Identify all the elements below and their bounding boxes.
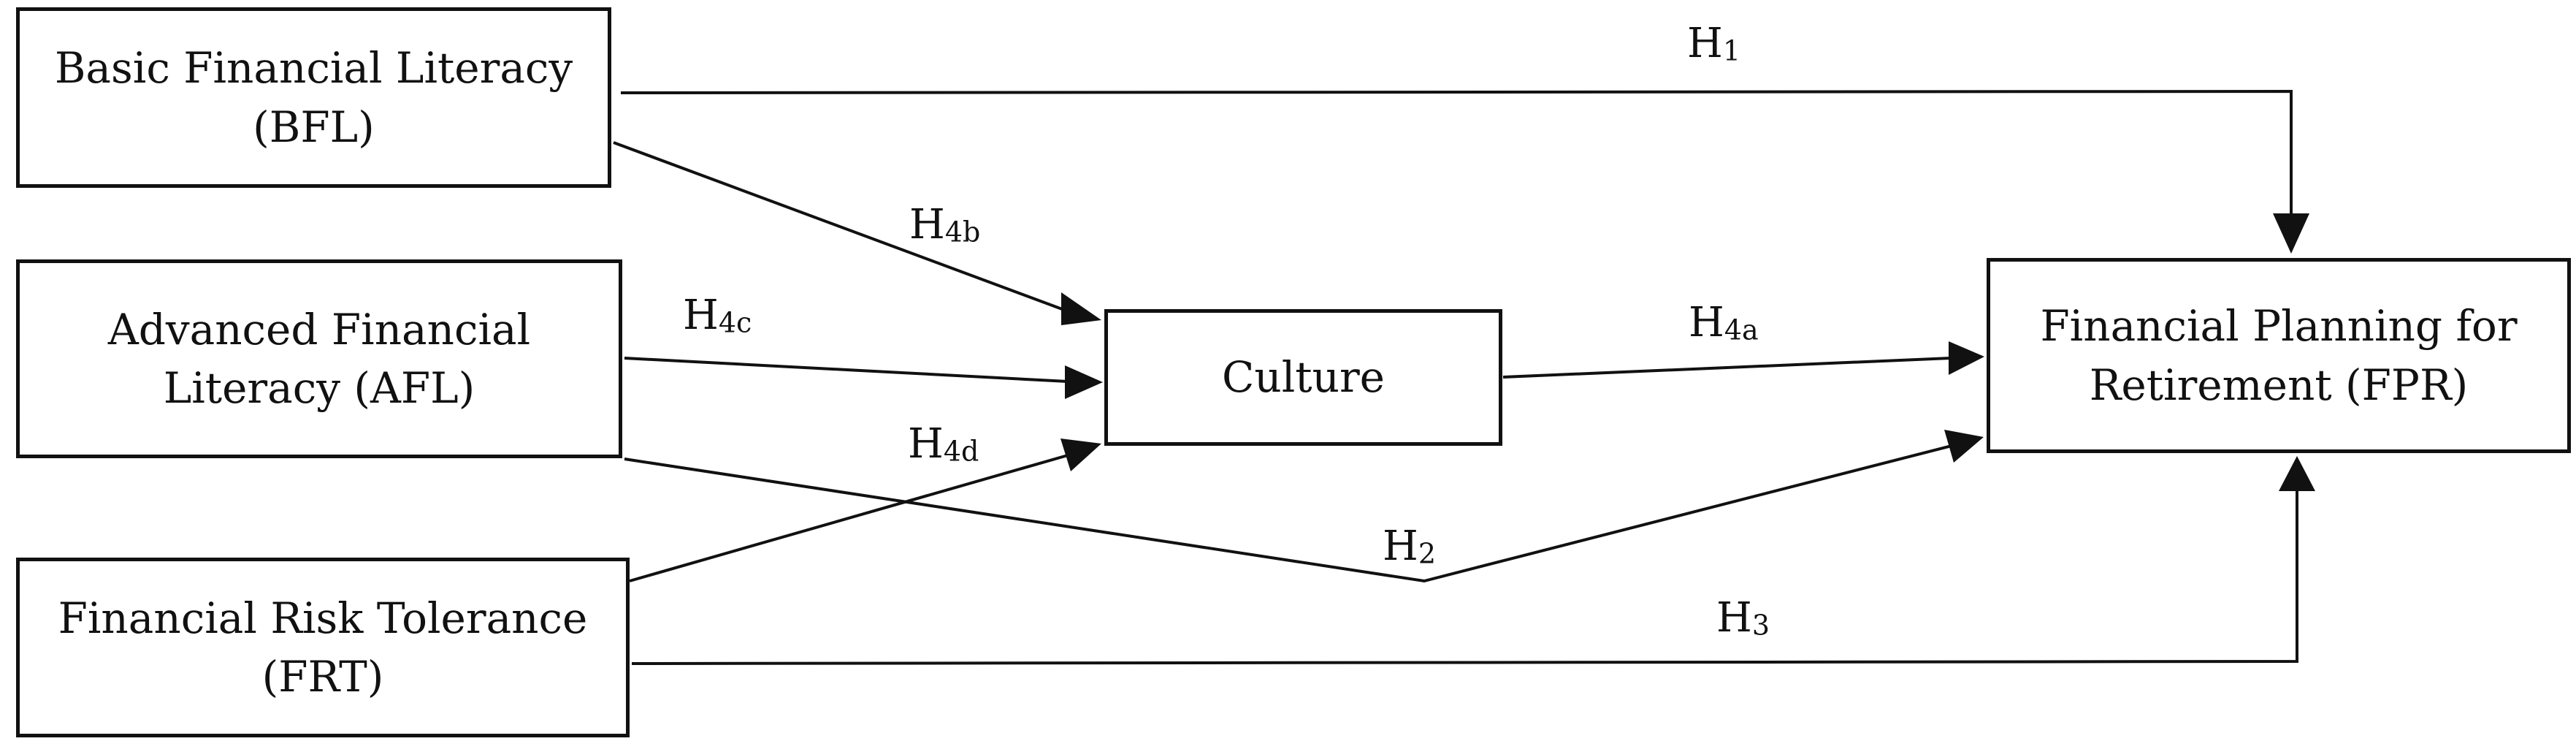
- arrow-h1: [620, 89, 2293, 213]
- node-culture-label: Culture: [1222, 352, 1385, 403]
- arrow-h4d: [629, 454, 1069, 582]
- arrow-h4b: [613, 141, 1071, 314]
- node-fpr-line2: Retirement (FPR): [2089, 360, 2469, 410]
- h4b-sub: 4b: [944, 216, 981, 248]
- hypothesis-label-h4d: H4d: [908, 424, 979, 466]
- node-advanced-financial-literacy: Advanced Financial Literacy (AFL): [16, 259, 622, 458]
- node-afl-line2: Literacy (AFL): [163, 363, 475, 413]
- hypothesis-label-h1: H1: [1687, 23, 1740, 65]
- hypothesis-label-h4a: H4a: [1689, 303, 1759, 344]
- arrowhead-h4c: [1065, 365, 1103, 399]
- node-fpr-line1: Financial Planning for: [2040, 301, 2518, 352]
- hypothesis-label-h2: H2: [1383, 526, 1436, 568]
- arrowhead-h4a: [1949, 341, 1984, 375]
- h3-base: H: [1716, 594, 1752, 642]
- hypothesis-label-h3: H3: [1716, 598, 1770, 639]
- node-basic-financial-literacy: Basic Financial Literacy (BFL): [16, 7, 611, 188]
- h4c-base: H: [683, 292, 719, 339]
- node-frt-line1: Financial Risk Tolerance: [58, 593, 588, 643]
- h2-base: H: [1383, 523, 1418, 570]
- arrowhead-h4b: [1061, 292, 1101, 325]
- arrow-h2: [624, 444, 1952, 583]
- h4b-base: H: [909, 201, 945, 248]
- node-culture: Culture: [1104, 309, 1502, 446]
- node-bfl-line2: (BFL): [253, 102, 375, 152]
- node-bfl-line1: Basic Financial Literacy: [54, 43, 573, 94]
- arrowhead-h1: [2273, 213, 2309, 254]
- h1-sub: 1: [1722, 34, 1741, 67]
- arrow-h3: [631, 491, 2298, 665]
- h4d-base: H: [908, 420, 944, 468]
- arrowhead-h2: [1944, 430, 1984, 463]
- h4c-sub: 4c: [718, 306, 752, 339]
- hypothesis-label-h4c: H4c: [683, 295, 752, 337]
- arrowhead-h3: [2279, 456, 2315, 491]
- h2-sub: 2: [1418, 537, 1437, 570]
- arrow-h4c: [624, 357, 1069, 383]
- h4d-sub: 4d: [943, 435, 979, 468]
- arrowhead-h4d: [1060, 438, 1101, 471]
- node-financial-planning-for-retirement: Financial Planning for Retirement (FPR): [1987, 258, 2571, 453]
- node-afl-line1: Advanced Financial: [107, 304, 531, 354]
- h4a-sub: 4a: [1724, 314, 1759, 346]
- arrow-h4a: [1502, 357, 1952, 379]
- h3-sub: 3: [1751, 609, 1770, 642]
- node-frt-line2: (FRT): [261, 652, 384, 702]
- node-financial-risk-tolerance: Financial Risk Tolerance (FRT): [16, 558, 630, 737]
- hypothesis-label-h4b: H4b: [909, 205, 980, 246]
- h4a-base: H: [1689, 299, 1724, 346]
- h1-base: H: [1687, 20, 1723, 67]
